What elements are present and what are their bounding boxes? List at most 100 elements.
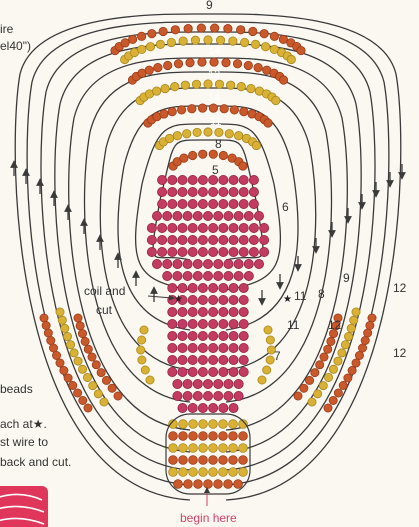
row-number-11c: 11 (287, 318, 300, 332)
bead-top-row (264, 119, 272, 127)
bead-wing-left (81, 337, 89, 345)
bead-wing-right (341, 341, 349, 349)
bead-tail (199, 432, 208, 441)
bead-body (219, 199, 228, 208)
bead-body (168, 235, 177, 244)
bead-wing-left (56, 308, 64, 316)
label-attach: ach at★. (0, 417, 47, 431)
bead-tail (224, 480, 233, 489)
bead-tail (189, 444, 198, 453)
bead-body (188, 247, 197, 256)
bead-body (188, 403, 197, 412)
bead-tail (209, 420, 218, 429)
bead-body (198, 307, 207, 316)
bead-top-row (160, 110, 168, 118)
bead-top-row (251, 40, 259, 48)
bead-body (147, 235, 156, 244)
wire-spool-icon (0, 486, 48, 527)
bead-body (183, 391, 192, 400)
bead-wing-left (88, 353, 96, 361)
bead-tail (199, 456, 208, 465)
bead-tail (169, 468, 178, 477)
bead-wing-right (358, 344, 366, 352)
bead-wing-left (146, 376, 154, 384)
bead-body (209, 319, 218, 328)
bead-body (147, 223, 156, 232)
bead-wing-left (47, 336, 55, 344)
bead-body (158, 247, 167, 256)
bead-wing-right (344, 374, 352, 382)
bead-top-row (236, 26, 244, 34)
bead-wing-right (294, 392, 302, 400)
bead-body (178, 307, 187, 316)
bead-body (178, 247, 187, 256)
bead-body (249, 247, 258, 256)
label-wire-back: st wire to (0, 435, 48, 449)
bead-body (239, 355, 248, 364)
bead-body (244, 271, 253, 280)
bead-wing-right (350, 316, 358, 324)
bead-top-row (171, 82, 179, 90)
bead-body (229, 307, 238, 316)
bead-body (178, 355, 187, 364)
bead-top-row (252, 141, 260, 149)
bead-top-row (204, 80, 212, 88)
bead-body (173, 211, 182, 220)
bead-top-row (159, 27, 167, 35)
bead-body (173, 391, 182, 400)
bead-body (209, 331, 218, 340)
bead-body (178, 235, 187, 244)
bead-tail (179, 420, 188, 429)
bead-wing-right (316, 361, 324, 369)
bead-body (188, 175, 197, 184)
bead-body (168, 175, 177, 184)
bead-body (239, 187, 248, 196)
bead-body (168, 199, 177, 208)
row-number-12b: 12 (328, 318, 342, 332)
bead-body (178, 175, 187, 184)
bead-body (178, 331, 187, 340)
bead-body (209, 235, 218, 244)
bead-top-row (148, 29, 156, 37)
bead-top-row (204, 128, 212, 136)
bead-tail (199, 420, 208, 429)
bead-top-row (229, 37, 237, 45)
bead-body (209, 199, 218, 208)
bead-wing-right (368, 314, 376, 322)
bead-wing-left (138, 356, 146, 364)
bead-wing-right (311, 369, 319, 377)
bead-wing-right (366, 321, 374, 329)
bead-top-row (240, 38, 248, 46)
bead-body (234, 379, 243, 388)
bead-body (219, 223, 228, 232)
bead-body (249, 223, 258, 232)
bead-top-row (177, 106, 185, 114)
bead-body (219, 175, 228, 184)
bead-tail (179, 468, 188, 477)
bead-wing-left (74, 389, 82, 397)
bead-body (168, 187, 177, 196)
bead-tail (189, 456, 198, 465)
bead-wing-right (320, 353, 328, 361)
bead-wing-right (314, 390, 322, 398)
bead-body (219, 319, 228, 328)
bead-body (188, 343, 197, 352)
bead-wing-right (324, 404, 332, 412)
bead-body (158, 235, 167, 244)
bead-body (198, 187, 207, 196)
bead-wing-left (58, 316, 66, 324)
bead-wing-right (347, 324, 355, 332)
bead-wing-left (84, 345, 92, 353)
bead-body (229, 343, 238, 352)
bead-body (219, 187, 228, 196)
bead-body (183, 259, 192, 268)
row-number-11b: 11 (294, 289, 307, 303)
bead-top-row (244, 61, 252, 69)
bead-body (168, 319, 177, 328)
bead-body (178, 343, 187, 352)
bead-body (188, 283, 197, 292)
bead-body (158, 175, 167, 184)
bead-body (209, 355, 218, 364)
bead-tail (239, 444, 248, 453)
bead-wing-left (60, 366, 68, 374)
